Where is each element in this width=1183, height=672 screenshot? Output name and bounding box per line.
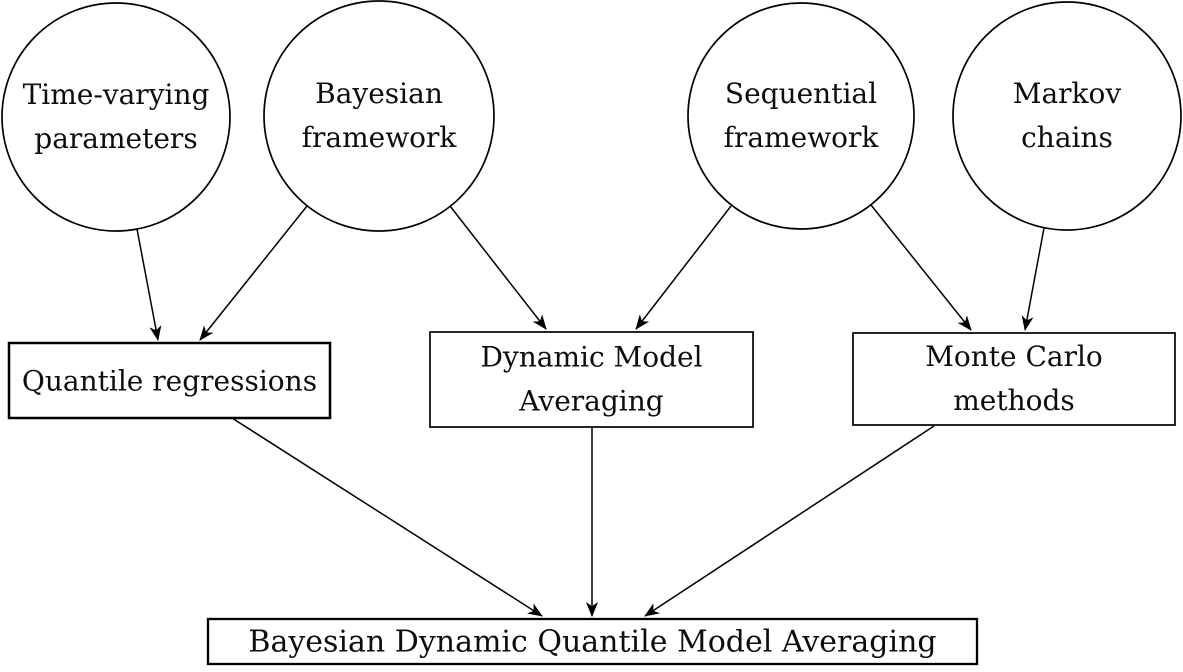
node-bayesian-dynamic-quantile-model-averaging: Bayesian Dynamic Quantile Model Averagin…: [206, 617, 979, 666]
bayesian-dynamic-quantile-model-averaging-label: Bayesian Dynamic Quantile Model Averagin…: [248, 625, 936, 660]
edge-time-varying-parameters-to-quantile-regressions-arrow: [136, 228, 162, 341]
markov-chains-circle: [952, 1, 1182, 231]
quantile-regressions-box: [7, 341, 332, 420]
edge-quantile-regressions-to-bayesian-dynamic-quantile-model-averaging-arrow: [231, 417, 543, 617]
monte-carlo-methods-box: [852, 332, 1176, 426]
edge-sequential-framework-to-dynamic-model-averaging-arrow: [635, 205, 732, 330]
edge-bayesian-framework-to-quantile-regressions-arrow: [199, 205, 308, 341]
node-quantile-regressions: Quantile regressions: [7, 341, 332, 420]
dynamic-model-averaging-box: [429, 331, 754, 428]
edge-monte-carlo-methods-to-bayesian-dynamic-quantile-model-averaging-arrow: [644, 425, 935, 617]
bayesian-framework-circle: [263, 0, 495, 232]
time-varying-parameters-circle: [1, 2, 231, 232]
quantile-regressions-label: Quantile regressions: [22, 365, 317, 398]
bayesian-dynamic-quantile-model-averaging-box: [206, 617, 979, 666]
edge-bayesian-framework-to-dynamic-model-averaging-arrow: [449, 205, 547, 330]
edge-markov-chains-to-monte-carlo-methods-arrow: [1021, 227, 1045, 331]
sequential-framework-circle: [687, 2, 915, 230]
edge-sequential-framework-to-monte-carlo-methods-arrow: [870, 204, 972, 331]
